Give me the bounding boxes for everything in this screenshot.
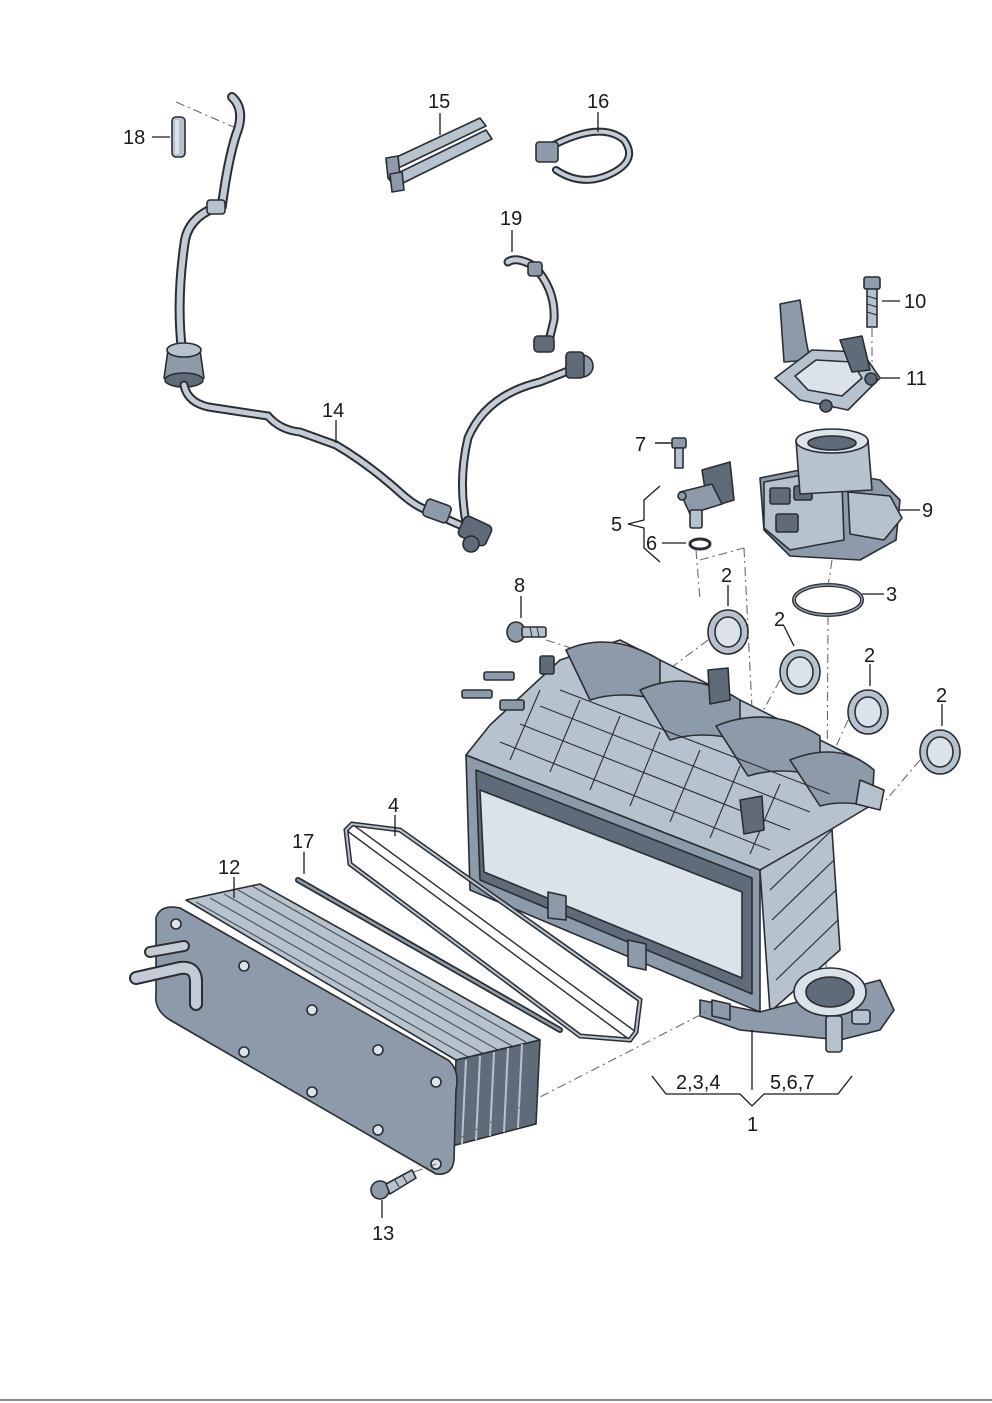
part-3-o-ring: [792, 559, 884, 981]
callout-8: 8: [514, 575, 525, 597]
callout-15: 15: [428, 91, 450, 113]
callout-9: 9: [922, 500, 933, 522]
part-6-seal-ring: [662, 537, 712, 551]
part-1-intake-manifold: [461, 639, 895, 1107]
callout-6: 6: [646, 533, 657, 555]
part-12-intercooler: [129, 877, 711, 1176]
callout-2d: 2: [936, 685, 947, 707]
part-2-seal-1: [667, 585, 749, 671]
callout-4: 4: [388, 795, 399, 817]
part-2-seal-3: [829, 664, 889, 761]
part-15-cable-ties: [385, 113, 493, 193]
callout-10: 10: [904, 291, 926, 313]
part-16-hose-clamp: [535, 112, 633, 184]
callout-12: 12: [218, 857, 240, 879]
callout-7: 7: [635, 434, 646, 456]
callout-group-right: 5,6,7: [770, 1072, 814, 1094]
part-10-bolt: [863, 276, 900, 372]
callout-3: 3: [886, 584, 897, 606]
callout-1: 1: [747, 1114, 758, 1136]
part-14-vacuum-hose: [163, 92, 594, 553]
callout-5: 5: [611, 514, 622, 536]
callout-group-left: 2,3,4: [676, 1072, 720, 1094]
callout-2b: 2: [774, 609, 785, 631]
callout-2c: 2: [864, 645, 875, 667]
callout-2a: 2: [721, 565, 732, 587]
part-11-bracket: [774, 299, 900, 413]
part-13-bolt: [370, 1163, 437, 1218]
callout-18: 18: [123, 127, 145, 149]
callout-17: 17: [292, 831, 314, 853]
callout-19: 19: [500, 208, 522, 230]
callout-14: 14: [322, 400, 344, 422]
part-4-gasket: [343, 815, 643, 1043]
part-19-small-hose: [503, 230, 559, 353]
part-2-seal-2: [757, 625, 821, 721]
callout-13: 13: [372, 1223, 394, 1245]
part-9-throttle-body: [759, 428, 920, 561]
part-18-hose-connector: [171, 101, 237, 158]
callout-11: 11: [906, 368, 927, 390]
part-2-seal-4: [885, 704, 961, 801]
callout-16: 16: [587, 91, 609, 113]
part-17-seal-strip: [295, 852, 563, 1033]
